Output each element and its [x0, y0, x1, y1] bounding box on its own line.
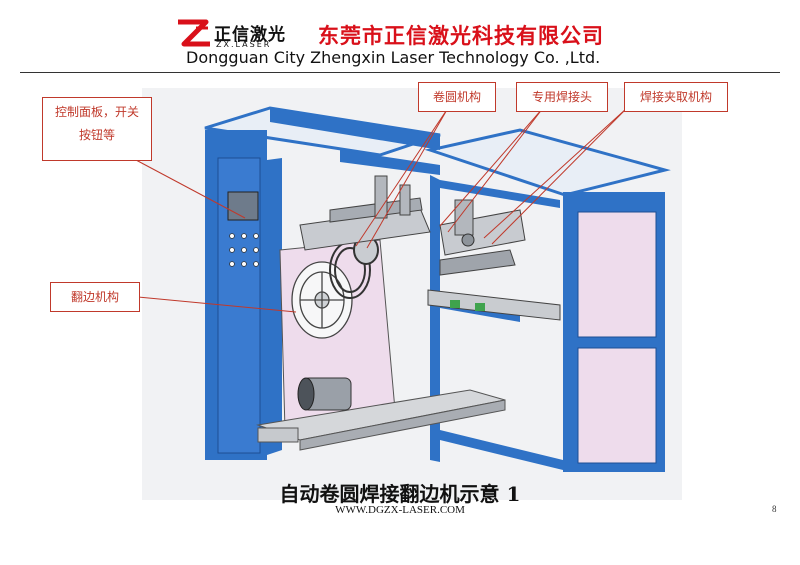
rolling-carriage: [299, 175, 431, 251]
diagram-caption: 自动卷圆焊接翻边机示意 1: [279, 482, 521, 506]
company-logo: 正信激光 ZX.LASER: [176, 18, 316, 52]
motor: [297, 377, 352, 411]
website-url: WWW.DGZX-LASER.COM: [335, 504, 465, 516]
logo-chinese: 正信激光: [214, 25, 286, 45]
slide-rail: [427, 289, 561, 321]
header-divider: [20, 72, 780, 73]
callout-control-panel-line2: 按钮等: [78, 128, 115, 142]
machine-diagram: [135, 88, 682, 500]
company-name-en: Dongguan City Zhengxin Laser Technology …: [186, 48, 601, 67]
callout-welding-head: 专用焊接头: [516, 82, 608, 112]
callout-leaders: [135, 107, 628, 313]
right-panel-upper: [577, 211, 657, 338]
zx-logo-icon: [178, 19, 210, 47]
base-rails: [256, 389, 506, 451]
control-buttons: [229, 233, 259, 267]
page-number: 8: [772, 504, 777, 514]
page-header: 正信激光 ZX.LASER 东莞市正信激光科技有限公司 Dongguan Cit…: [0, 0, 800, 78]
callout-control-panel-line1: 控制面板，开关: [54, 105, 139, 119]
callout-rolling: 卷圆机构: [418, 82, 496, 112]
callout-control-panel: 控制面板，开关 按钮等: [42, 97, 152, 161]
logo-english: ZX.LASER: [216, 40, 272, 49]
control-screen: [227, 191, 259, 221]
welding-assembly: [439, 199, 526, 276]
callout-flanging: 翻边机构: [50, 282, 140, 312]
callout-clamping: 焊接夹取机构: [624, 82, 728, 112]
company-name-cn: 东莞市正信激光科技有限公司: [318, 24, 604, 48]
right-panel-lower: [577, 347, 657, 464]
flanging-wheel: [291, 261, 353, 339]
